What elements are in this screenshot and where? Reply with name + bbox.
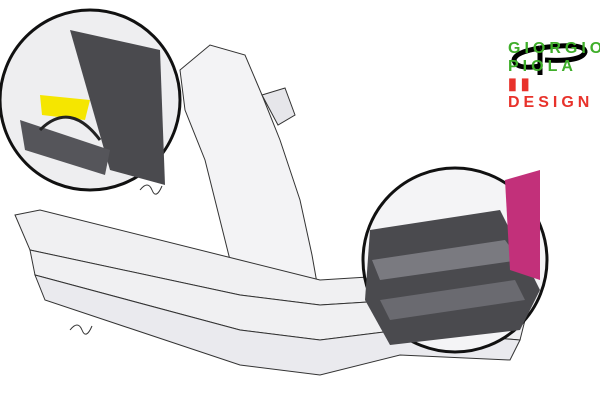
logo-flag-bars: ▮▮ <box>508 76 534 93</box>
logo-line-2-text: PIOLA <box>508 58 577 75</box>
gp-logo-mark <box>511 43 588 75</box>
artist-signature <box>69 324 93 335</box>
detail-circle-left <box>0 8 182 192</box>
artist-signature <box>139 184 163 195</box>
logo-line-3: DESIGN <box>508 94 594 111</box>
logo-line-1: GIORGIO <box>508 40 600 57</box>
logo-line-2: PIOLA ▮▮ <box>508 58 598 94</box>
detail-circle-right <box>361 166 549 354</box>
giorgio-piola-logo: GIORGIO PIOLA ▮▮ DESIGN <box>508 40 600 112</box>
